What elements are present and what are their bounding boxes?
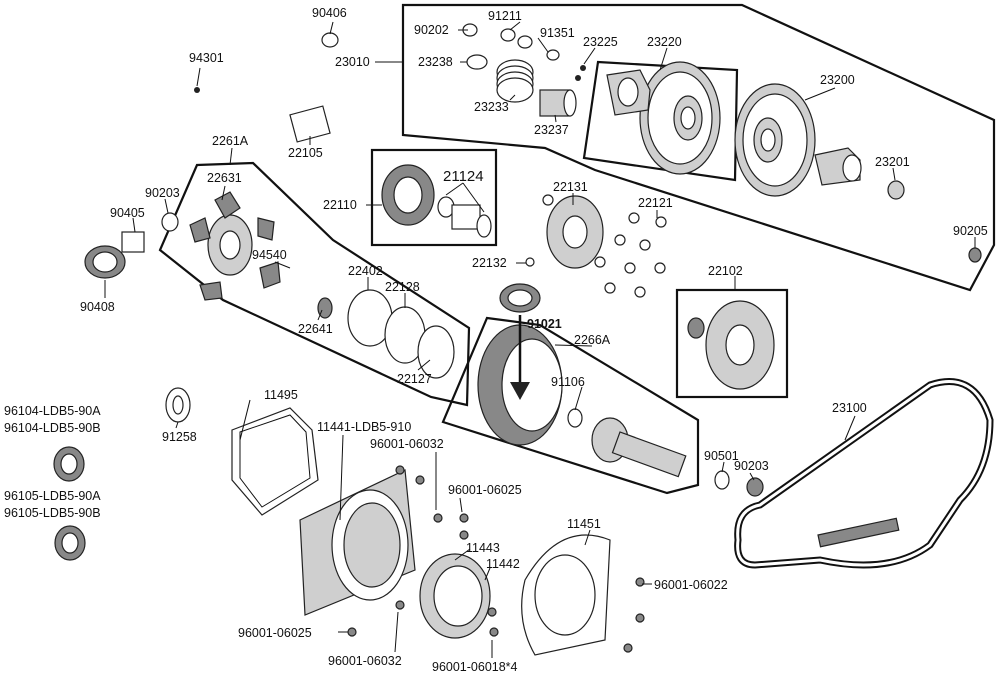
- label-21124: 21124: [443, 168, 484, 185]
- part-91021-bearing: [499, 283, 541, 400]
- label-94301: 94301: [189, 51, 224, 65]
- label-2261A: 2261A: [212, 134, 249, 148]
- label-91351: 91351: [540, 26, 575, 40]
- part-22121-rollers: [525, 212, 667, 298]
- label-22402: 22402: [348, 264, 383, 278]
- leader-lines: [104, 21, 976, 658]
- label-96104-a: 96104-LDB5-90A: [4, 404, 101, 418]
- part-11451-shroud: [521, 534, 611, 656]
- label-11451: 11451: [567, 517, 601, 531]
- part-23200-pulley-face: [734, 83, 905, 200]
- label-23233: 23233: [474, 100, 509, 114]
- outline-22102-box: [675, 288, 789, 399]
- label-96001-06018: 96001-06018*4: [432, 660, 518, 674]
- label-91021: 91021: [527, 317, 562, 331]
- label-90501: 90501: [704, 449, 739, 463]
- label-23225: 23225: [583, 35, 618, 49]
- label-91258: 91258: [162, 430, 197, 444]
- label-22127: 22127: [397, 372, 432, 386]
- outline-23010-group: [401, 3, 996, 292]
- part-small-rings-23010: [462, 23, 586, 81]
- label-22128: 22128: [385, 280, 420, 294]
- outline-22110-box: [370, 148, 498, 247]
- part-96105-seal: [54, 525, 86, 561]
- label-96001-06022: 96001-06022: [654, 578, 728, 592]
- label-11441: 11441-LDB5-910: [317, 420, 411, 434]
- label-2266A: 2266A: [574, 333, 611, 347]
- label-22631: 22631: [207, 171, 242, 185]
- label-23238: 23238: [418, 55, 453, 69]
- label-11443: 11443: [466, 541, 500, 555]
- label-22102: 22102: [708, 264, 743, 278]
- part-22110-one-way: [381, 164, 492, 238]
- label-90408: 90408: [80, 300, 115, 314]
- part-23220-pulley-face: [606, 61, 721, 175]
- label-91211: 91211: [488, 9, 522, 23]
- label-96001-06032-b: 96001-06032: [328, 654, 402, 668]
- outline-2261A-group: [158, 161, 471, 407]
- label-23237: 23237: [534, 123, 569, 137]
- label-23100: 23100: [832, 401, 867, 415]
- label-90205: 90205: [953, 224, 988, 238]
- part-11495-gasket: [231, 407, 319, 516]
- part-11443-11442-rings: [419, 553, 491, 639]
- label-91106: 91106: [551, 375, 585, 389]
- label-90406: 90406: [312, 6, 347, 20]
- label-23200: 23200: [820, 73, 855, 87]
- label-90405: 90405: [110, 206, 145, 220]
- part-90501-90203-nut: [714, 470, 764, 497]
- part-96104-seal: [53, 446, 85, 482]
- label-90203-b: 90203: [734, 459, 769, 473]
- part-11441-cover: [299, 469, 416, 616]
- outline-2266A-group: [441, 316, 700, 495]
- label-22110: 22110: [323, 198, 357, 212]
- part-2266A-drum: [477, 324, 687, 478]
- label-96104-b: 96104-LDB5-90B: [4, 421, 101, 435]
- label-22131: 22131: [553, 180, 588, 194]
- part-91258-washer: [165, 387, 191, 423]
- part-23100-belt: [734, 378, 994, 569]
- part-22131-drive-face: [542, 194, 604, 269]
- label-96105-b: 96105-LDB5-90B: [4, 506, 101, 520]
- label-22105: 22105: [288, 146, 323, 160]
- label-96001-06025-b: 96001-06025: [238, 626, 312, 640]
- part-90205-nut: [968, 247, 982, 263]
- label-22121: 22121: [638, 196, 673, 210]
- label-23220: 23220: [647, 35, 682, 49]
- part-2261A-clutch: [189, 191, 455, 379]
- part-23233-spring: [496, 59, 534, 103]
- label-11442: 11442: [486, 557, 520, 571]
- label-23010: 23010: [335, 55, 370, 69]
- label-11495: 11495: [264, 388, 298, 402]
- label-96001-06025-a: 96001-06025: [448, 483, 522, 497]
- part-22102-fan: [687, 300, 775, 390]
- label-22641: 22641: [298, 322, 333, 336]
- label-23201: 23201: [875, 155, 910, 169]
- label-96001-06032-a: 96001-06032: [370, 437, 444, 451]
- label-90202: 90202: [414, 23, 449, 37]
- part-23237-collar: [539, 89, 577, 117]
- label-96105-a: 96105-LDB5-90A: [4, 489, 101, 503]
- part-labels: 90406 94301 90202 91211 91351 23225 2322…: [4, 6, 988, 674]
- label-22132: 22132: [472, 256, 507, 270]
- label-90203-a: 90203: [145, 186, 180, 200]
- part-22105-sleeve: [194, 32, 339, 143]
- label-94540: 94540: [252, 248, 287, 262]
- part-90405-90408-bearings: [84, 212, 179, 279]
